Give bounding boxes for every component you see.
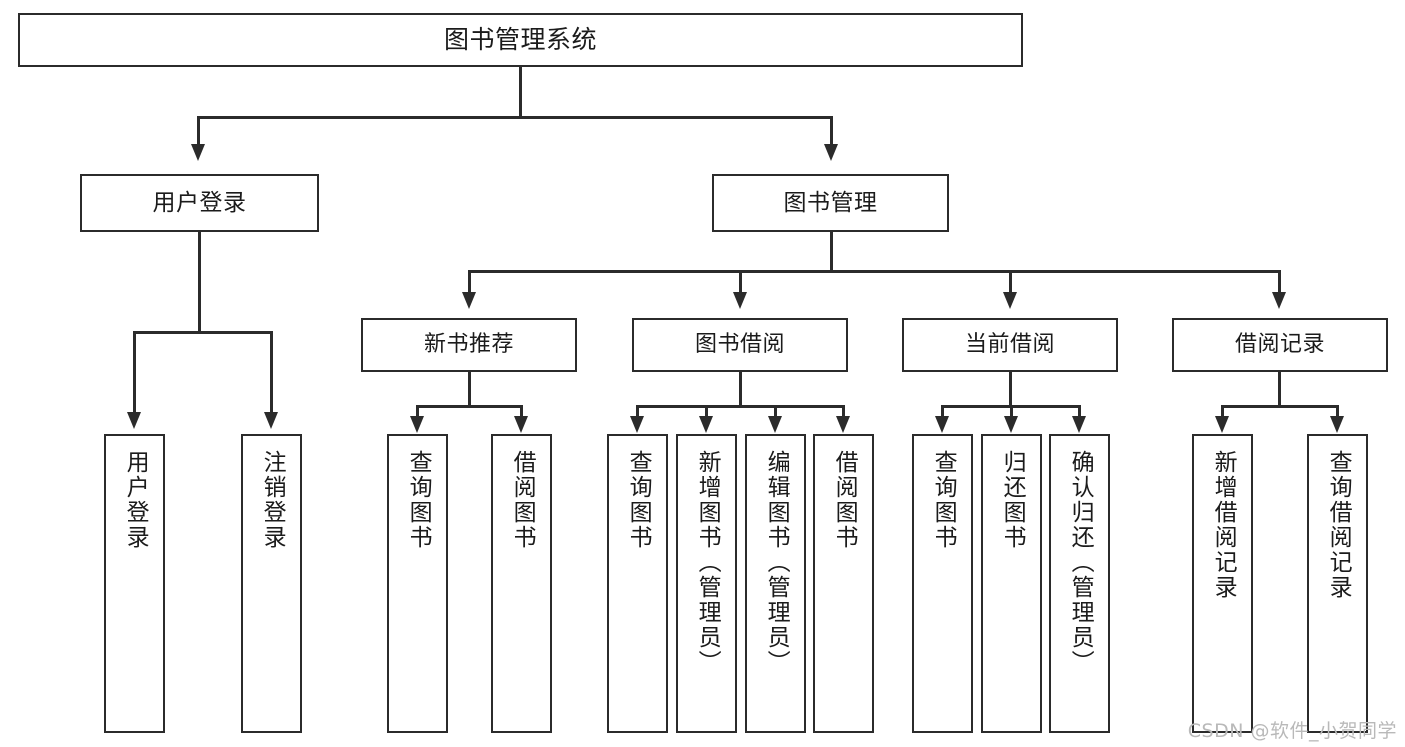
- arrow-borrow-record-to-leaf-2: [1330, 416, 1344, 433]
- leaf-label: 编辑图书（管理员）: [763, 450, 790, 675]
- connector-borrow-record-stem: [1278, 372, 1281, 407]
- leaf-borrow-record-query-record[interactable]: 查询借阅记录: [1307, 434, 1368, 733]
- leaf-label: 用户登录: [122, 450, 149, 550]
- connector-book-management-stem: [830, 232, 833, 272]
- arrow-bm-to-current-borrow: [1003, 292, 1017, 309]
- connector-new-book-to-leaf-1: [416, 405, 419, 419]
- arrow-new-book-to-leaf-1: [410, 416, 424, 433]
- connector-borrow-record-to-leaf-2: [1336, 405, 1339, 419]
- leaf-borrow-record-add-record[interactable]: 新增借阅记录: [1192, 434, 1253, 733]
- connector-user-login-to-leaf-1: [133, 331, 136, 415]
- node-current-borrow[interactable]: 当前借阅: [902, 318, 1118, 372]
- connector-user-login-stem: [198, 232, 201, 333]
- connector-book-borrow-to-leaf-4: [842, 405, 845, 419]
- connector-book-borrow-to-leaf-1: [636, 405, 639, 419]
- connector-current-borrow-stem: [1009, 372, 1012, 407]
- connector-current-borrow-to-leaf-1: [941, 405, 944, 419]
- leaf-user-login-logout[interactable]: 注销登录: [241, 434, 302, 733]
- node-label: 图书管理系统: [443, 24, 597, 54]
- arrow-root-to-user-login: [191, 144, 205, 161]
- connector-bm-to-book-borrow: [739, 270, 742, 295]
- arrow-bm-to-borrow-record: [1272, 292, 1286, 309]
- connector-borrow-record-to-leaf-1: [1221, 405, 1224, 419]
- leaf-label: 注销登录: [259, 450, 286, 550]
- connector-book-borrow-to-leaf-3: [774, 405, 777, 419]
- arrow-current-borrow-to-leaf-3: [1072, 416, 1086, 433]
- connector-current-borrow-to-leaf-3: [1078, 405, 1081, 419]
- node-borrow-record[interactable]: 借阅记录: [1172, 318, 1388, 372]
- leaf-label: 查询图书: [625, 450, 652, 550]
- node-book-management[interactable]: 图书管理: [712, 174, 949, 232]
- arrow-book-borrow-to-leaf-4: [836, 416, 850, 433]
- connector-book-management-bus: [468, 270, 1280, 273]
- leaf-label: 新增图书（管理员）: [694, 450, 721, 675]
- leaf-current-borrow-return-book[interactable]: 归还图书: [981, 434, 1042, 733]
- leaf-label: 新增借阅记录: [1210, 450, 1237, 600]
- arrow-current-borrow-to-leaf-2: [1004, 416, 1018, 433]
- arrow-new-book-to-leaf-2: [514, 416, 528, 433]
- arrow-current-borrow-to-leaf-1: [935, 416, 949, 433]
- node-label: 新书推荐: [423, 332, 514, 358]
- leaf-book-borrow-edit-book-admin[interactable]: 编辑图书（管理员）: [745, 434, 806, 733]
- leaf-current-borrow-query-book[interactable]: 查询图书: [912, 434, 973, 733]
- leaf-label: 借阅图书: [509, 450, 536, 550]
- leaf-book-borrow-borrow-book[interactable]: 借阅图书: [813, 434, 874, 733]
- arrow-user-login-to-leaf-1: [127, 412, 141, 429]
- connector-borrow-record-bus: [1221, 405, 1338, 408]
- connector-book-borrow-to-leaf-2: [705, 405, 708, 419]
- leaf-book-borrow-add-book-admin[interactable]: 新增图书（管理员）: [676, 434, 737, 733]
- leaf-label: 归还图书: [999, 450, 1026, 550]
- connector-book-borrow-stem: [739, 372, 742, 407]
- leaf-user-login-login[interactable]: 用户登录: [104, 434, 165, 733]
- leaf-current-borrow-confirm-return-admin[interactable]: 确认归还（管理员）: [1049, 434, 1110, 733]
- node-book-borrow[interactable]: 图书借阅: [632, 318, 848, 372]
- node-new-book-recommend[interactable]: 新书推荐: [361, 318, 577, 372]
- arrow-bm-to-book-borrow: [733, 292, 747, 309]
- leaf-book-borrow-query-book[interactable]: 查询图书: [607, 434, 668, 733]
- connector-root-to-book-management: [830, 116, 833, 148]
- connector-user-login-to-leaf-2: [270, 331, 273, 415]
- connector-bm-to-borrow-record: [1278, 270, 1281, 295]
- node-label: 图书借阅: [694, 332, 785, 358]
- connector-book-borrow-bus: [636, 405, 844, 408]
- leaf-label: 查询图书: [405, 450, 432, 550]
- node-label: 用户登录: [152, 189, 247, 216]
- node-label: 当前借阅: [964, 332, 1055, 358]
- connector-current-borrow-to-leaf-2: [1010, 405, 1013, 419]
- leaf-label: 查询图书: [930, 450, 957, 550]
- watermark-text: CSDN @软件_小贺同学: [1187, 720, 1397, 742]
- arrow-user-login-to-leaf-2: [264, 412, 278, 429]
- connector-root-to-user-login: [197, 116, 200, 148]
- node-label: 图书管理: [783, 189, 878, 216]
- connector-root-stem: [519, 67, 522, 118]
- leaf-new-book-query-book[interactable]: 查询图书: [387, 434, 448, 733]
- connector-new-book-stem: [468, 372, 471, 407]
- connector-bm-to-new-book: [468, 270, 471, 295]
- connector-root-bus: [197, 116, 833, 119]
- connector-user-login-bus: [133, 331, 273, 334]
- leaf-label: 借阅图书: [831, 450, 858, 550]
- node-user-login[interactable]: 用户登录: [80, 174, 319, 232]
- arrow-root-to-book-management: [824, 144, 838, 161]
- connector-bm-to-current-borrow: [1009, 270, 1012, 295]
- arrow-book-borrow-to-leaf-1: [630, 416, 644, 433]
- leaf-label: 查询借阅记录: [1325, 450, 1352, 600]
- arrow-book-borrow-to-leaf-2: [699, 416, 713, 433]
- node-root-book-management-system[interactable]: 图书管理系统: [18, 13, 1023, 67]
- arrow-bm-to-new-book: [462, 292, 476, 309]
- node-label: 借阅记录: [1234, 332, 1325, 358]
- leaf-label: 确认归还（管理员）: [1067, 450, 1094, 675]
- leaf-new-book-borrow-book[interactable]: 借阅图书: [491, 434, 552, 733]
- connector-new-book-bus: [416, 405, 522, 408]
- connector-new-book-to-leaf-2: [520, 405, 523, 419]
- arrow-borrow-record-to-leaf-1: [1215, 416, 1229, 433]
- arrow-book-borrow-to-leaf-3: [768, 416, 782, 433]
